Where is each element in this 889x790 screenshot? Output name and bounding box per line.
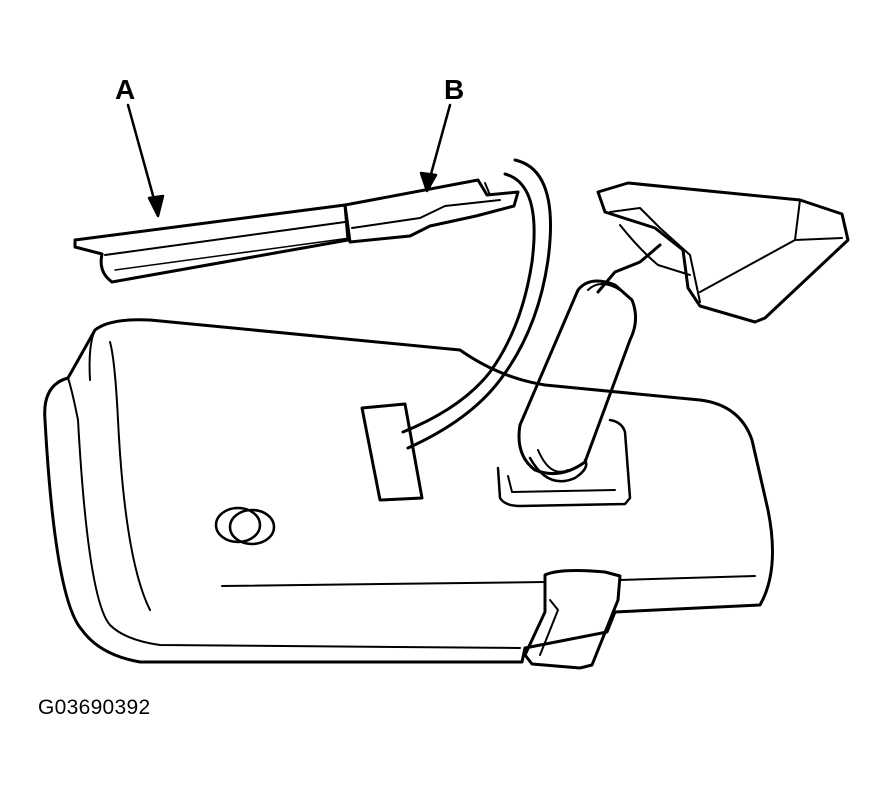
cover-strip-a (73, 203, 351, 284)
trim-clip (523, 569, 622, 670)
callout-arrow-b (419, 103, 452, 193)
windshield-mount (596, 181, 850, 324)
stem-recess (496, 418, 632, 508)
callout-label-a: A (115, 74, 136, 105)
connector-b (343, 178, 520, 244)
harness-slot (360, 402, 424, 502)
mounting-hole (214, 506, 276, 546)
mirror-stem (517, 279, 637, 483)
wire-harness (401, 158, 552, 450)
mirror-housing (43, 318, 774, 664)
callout-label-b: B (444, 74, 465, 105)
callout-arrow-a (126, 103, 165, 218)
figure-id-label: G03690392 (38, 696, 151, 719)
